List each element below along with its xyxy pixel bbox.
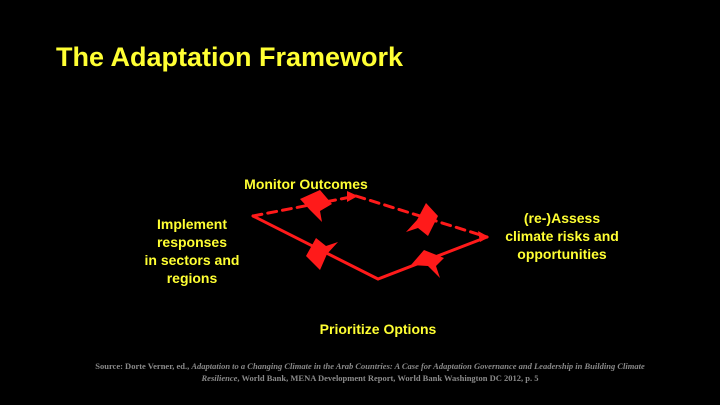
source-prefix: Source: Dorte Verner, ed., (95, 361, 192, 371)
node-monitor-outcomes: Monitor Outcomes (244, 176, 368, 192)
chevron-arrow-top-left (300, 190, 332, 222)
chevron-arrow-bottom-right (411, 250, 444, 278)
chevron-arrow-top-right (406, 203, 438, 236)
node-prioritize-options: Prioritize Options (319, 321, 437, 337)
source-citation: Source: Dorte Verner, ed., Adaptation to… (90, 360, 650, 384)
arrowhead-monitor (347, 191, 358, 202)
edge-implement-monitor (251, 194, 358, 218)
node-assess-risks: (re-)Assess climate risks and opportunit… (505, 210, 619, 262)
slide-title: The Adaptation Framework (56, 42, 404, 72)
source-suffix: , World Bank, MENA Development Report, W… (237, 373, 539, 383)
chevron-arrow-bottom-left (306, 238, 338, 270)
arrowhead-assess (478, 231, 489, 242)
source-title: Adaptation to a Changing Climate in the … (191, 361, 645, 383)
node-implement-responses: Implement responses in sectors and regio… (144, 216, 240, 286)
